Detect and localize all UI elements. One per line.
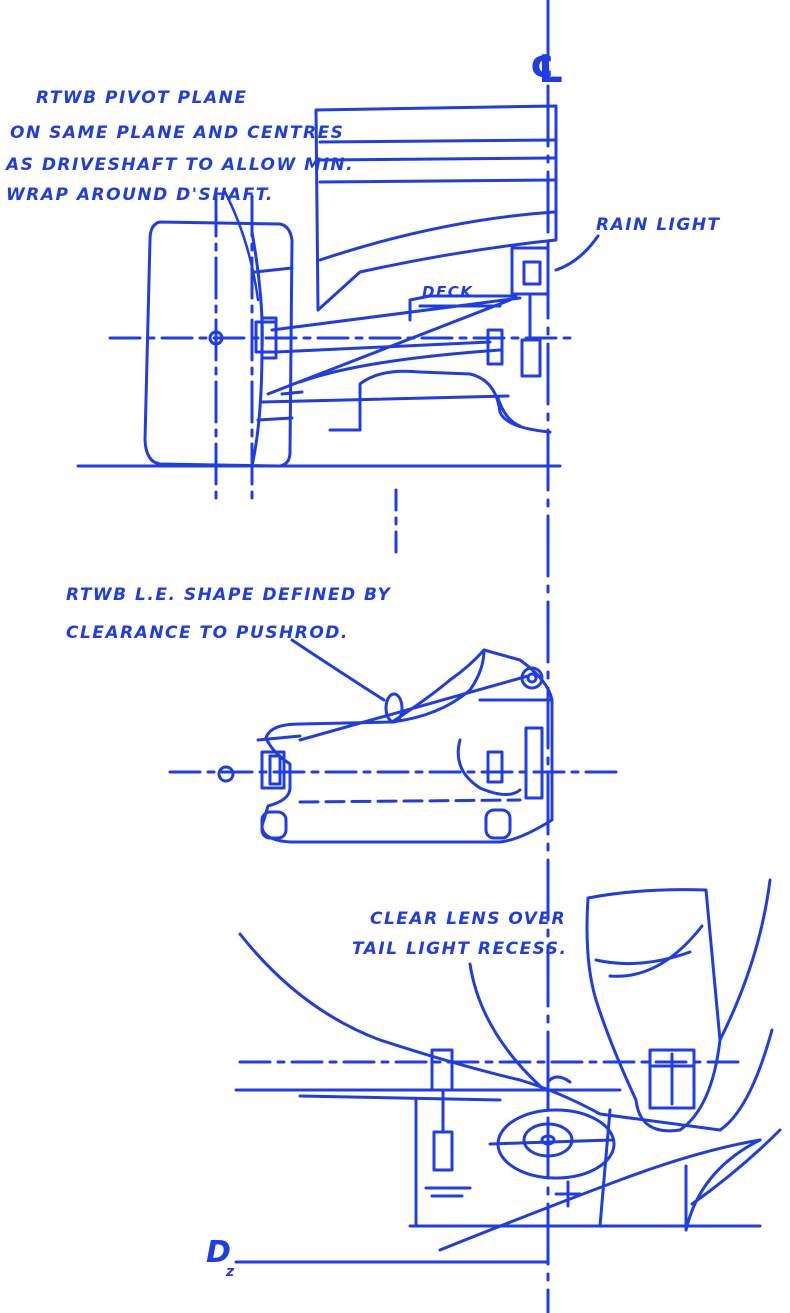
pivot-note-line-1: RTWB PIVOT PLANE (36, 88, 247, 108)
plan-view (168, 488, 622, 844)
lens-note-line-1: CLEAR LENS OVER (370, 909, 566, 929)
le-note-line-1: RTWB L.E. SHAPE DEFINED BY (66, 585, 392, 605)
endplate (585, 888, 722, 1133)
deck-label: DECK (422, 283, 473, 301)
rain-light-label: RAIN LIGHT (596, 215, 721, 235)
datum-subscript: z (225, 1264, 236, 1280)
rear-wing (314, 104, 558, 312)
pivot-note-leader (222, 188, 260, 302)
wing-leading-edge (390, 648, 486, 724)
lens-note-line-2: TAIL LIGHT RECESS. (352, 939, 568, 959)
top-sweep (238, 932, 722, 1132)
datum-label: D z (206, 1235, 236, 1280)
pivot-plane-note: RTWB PIVOT PLANE ON SAME PLANE AND CENTR… (4, 88, 354, 205)
le-note-line-2: CLEARANCE TO PUSHROD. (66, 623, 349, 643)
centreline-symbol: ℄ (530, 47, 566, 91)
side-view (234, 878, 782, 1264)
floor-sweep (438, 1138, 762, 1252)
rear-view (76, 104, 600, 502)
pivot-note-line-3: AS DRIVESHAFT TO ALLOW MIN. (4, 155, 354, 175)
clear-lens-note: CLEAR LENS OVER TAIL LIGHT RECESS. (352, 909, 568, 959)
le-shape-note: RTWB L.E. SHAPE DEFINED BY CLEARANCE TO … (66, 585, 392, 643)
datum-letter: D (206, 1235, 232, 1270)
pivot-note-line-4: WRAP AROUND D'SHAFT. (6, 185, 274, 205)
pivot-note-line-2: ON SAME PLANE AND CENTRES (10, 123, 344, 143)
rain-light (510, 246, 550, 296)
